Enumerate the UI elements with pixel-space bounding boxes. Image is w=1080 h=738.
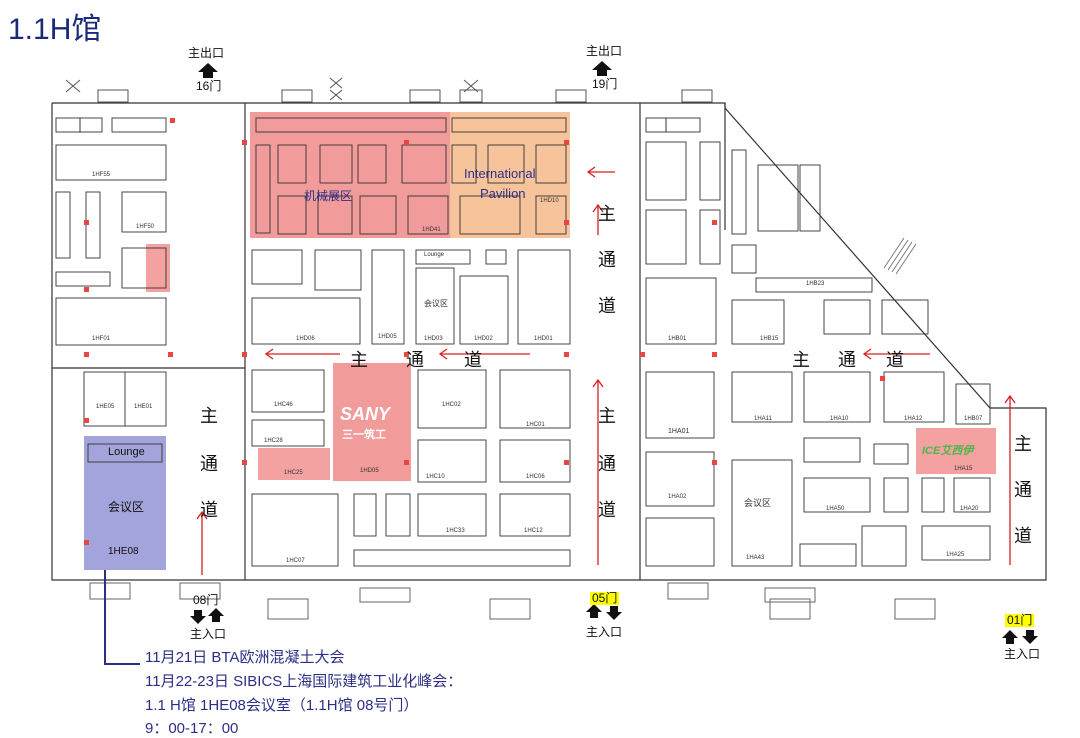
booth-label: 1HC12 — [524, 528, 543, 534]
hall-title: 1.1H馆 — [8, 13, 102, 46]
aisle-char: 道 — [464, 350, 482, 371]
international-label-2: Pavilion — [480, 186, 526, 201]
booth-1hc25-zone — [258, 448, 330, 480]
booth-label: 1HB23 — [806, 281, 825, 287]
aisle-char: 道 — [200, 500, 218, 521]
booth-label: 1HB15 — [760, 336, 779, 342]
aisle-char: 主 — [792, 350, 810, 371]
info-line-1: 11月21日 BTA欧洲混凝土大会 — [145, 649, 345, 666]
aisle-char: 道 — [598, 296, 616, 317]
booth-label: 1HE01 — [134, 404, 153, 410]
booth-label: 1HC25 — [284, 470, 303, 476]
aisle-char: 主 — [598, 204, 616, 225]
aisle-char: 主 — [1014, 434, 1032, 455]
machinery-zone-label: 机械展区 — [304, 189, 353, 203]
booth-label: 1HF55 — [92, 172, 111, 178]
entry-05-label: 主入口 — [586, 625, 623, 639]
exit-16-label: 主出口 — [188, 46, 225, 60]
aisle-char: 通 — [598, 454, 616, 475]
booth-label: 1HC10 — [426, 474, 445, 480]
aisle-char: 通 — [1014, 480, 1032, 501]
entry-08-number: 08门 — [193, 593, 219, 607]
booth-label: 1HD02 — [474, 336, 493, 342]
booth-label: 1HD41 — [422, 227, 441, 233]
ice-logo: ICE艾西伊 — [922, 445, 974, 457]
meeting-connector-line — [104, 570, 140, 665]
booth-label: 1HB07 — [964, 416, 983, 422]
booth-label: 1HC07 — [286, 558, 305, 564]
entry-08-label: 主入口 — [190, 627, 227, 641]
booth-label: 1HA50 — [826, 506, 845, 512]
booth-label: 1HC33 — [446, 528, 465, 534]
sany-booth-zone — [333, 363, 411, 481]
sany-cn-logo: 三一筑工 — [342, 429, 386, 441]
booth-label: 1HA01 — [668, 428, 690, 435]
exit-19-label: 主出口 — [586, 44, 623, 58]
booth-label: 1HA15 — [954, 466, 973, 472]
booth-label: 1HC02 — [442, 402, 461, 408]
aisle-char: 通 — [200, 454, 218, 475]
booth-label: 1HD03 — [424, 336, 443, 342]
aisle-char: 道 — [886, 350, 904, 371]
pillars — [84, 118, 885, 545]
international-pavilion-zone — [450, 112, 570, 238]
ice-booth-zone — [916, 428, 996, 474]
entry-01-label: 主入口 — [1004, 647, 1041, 661]
entry-05-number: 05门 — [590, 591, 620, 605]
booth-label: 1HC46 — [274, 402, 293, 408]
booth-label: 1HC28 — [264, 438, 283, 444]
meeting-small-label: 会议区 — [424, 299, 448, 308]
lounge-small-label: Lounge — [424, 252, 445, 258]
bottom-fixtures — [89, 582, 936, 620]
booth-label: 1HA20 — [960, 506, 979, 512]
entry-01-number: 01门 — [1005, 613, 1035, 627]
aisle-char: 主 — [200, 406, 218, 427]
booth-label: 1HD05 — [378, 334, 397, 340]
booth-outlines — [55, 117, 991, 567]
aisle-char: 通 — [838, 350, 856, 371]
escalator — [883, 237, 917, 275]
sany-logo: SANY — [340, 404, 391, 424]
booth-label: 1HA25 — [946, 552, 965, 558]
info-line-2: 11月22-23日 SIBICS上海国际建筑工业化峰会： — [145, 673, 463, 690]
booth-label: 1HB01 — [668, 336, 687, 342]
lounge-label: Lounge — [108, 446, 145, 458]
booth-label: 1HE05 — [96, 404, 115, 410]
international-label-1: International — [464, 166, 536, 181]
aisle-char: 主 — [350, 350, 368, 371]
booth-label: 1HC01 — [526, 422, 545, 428]
aisle-char: 通 — [598, 250, 616, 271]
meeting-right-label: 会议区 — [744, 498, 772, 508]
booth-label: 1HF50 — [136, 224, 155, 230]
booth-label: 1HC06 — [526, 474, 545, 480]
booth-label: 1HA43 — [746, 555, 765, 561]
booth-label: 1HA10 — [830, 416, 849, 422]
booth-label: 1HD06 — [296, 336, 315, 342]
machinery-zone — [250, 112, 450, 238]
info-line-4: 9：00-17：00 — [145, 720, 239, 737]
aisle-char: 道 — [598, 500, 616, 521]
aisle-arrows — [196, 166, 1016, 575]
booth-label: 1HA12 — [904, 416, 923, 422]
booth-label: 1HA11 — [754, 416, 772, 422]
aisle-char: 主 — [598, 406, 616, 427]
top-fixtures — [65, 77, 713, 103]
booth-label: 1HF01 — [92, 336, 111, 342]
meeting-room-label: 会议区 — [108, 500, 145, 514]
booth-label: 1HD01 — [534, 336, 553, 342]
info-line-3: 1.1 H馆 1HE08会议室（1.1H馆 08号门） — [145, 697, 419, 714]
exit-19-number: 19门 — [592, 77, 618, 91]
booth-label: 1HA02 — [668, 494, 687, 500]
booth-label: 1HD05 — [360, 468, 379, 474]
door-arrows — [190, 61, 1038, 644]
hall-walls — [51, 102, 1047, 581]
meeting-booth-label: 1HE08 — [108, 546, 139, 557]
booth-label: 1HD10 — [540, 198, 559, 204]
aisle-char: 道 — [1014, 526, 1032, 547]
meeting-zone-1he08 — [84, 436, 166, 570]
aisle-char: 通 — [406, 350, 424, 371]
exit-16-number: 16门 — [196, 79, 222, 93]
